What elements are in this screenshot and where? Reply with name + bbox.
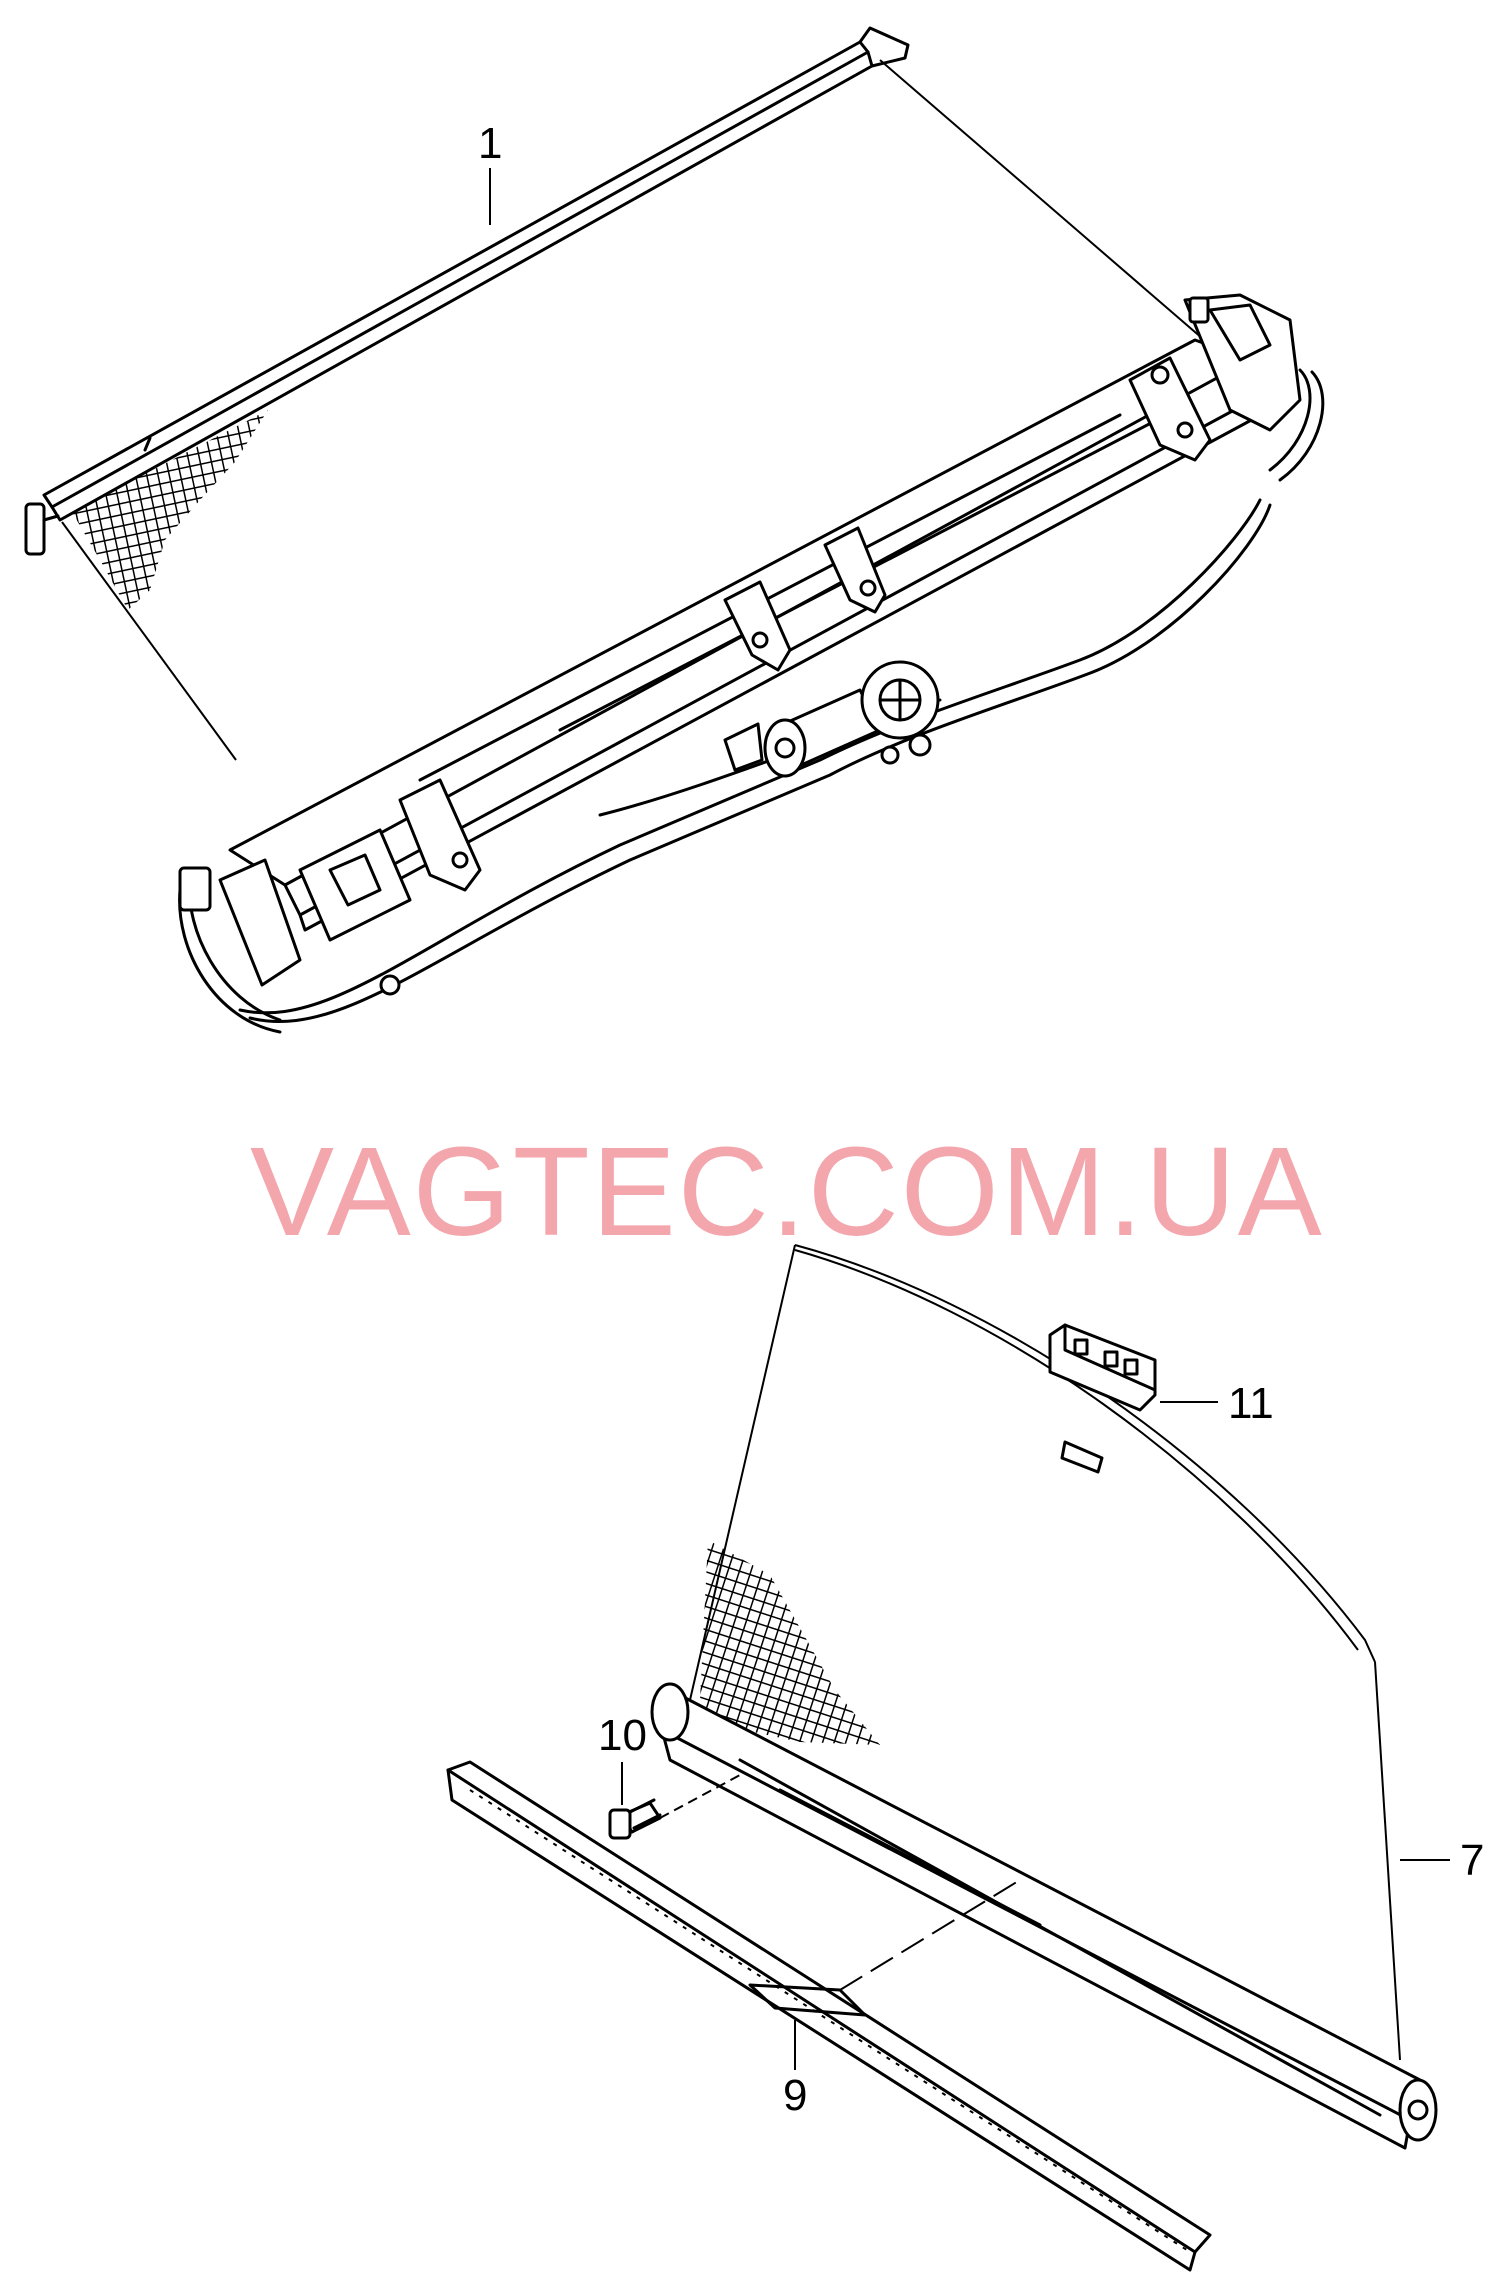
sunblind-top-bar xyxy=(24,26,910,556)
sunblind-mesh xyxy=(61,59,1211,761)
mounting-screw: 10 xyxy=(598,1711,741,1840)
callout-11: 11 xyxy=(1228,1379,1274,1428)
roller-tube xyxy=(650,1682,1438,2150)
mounting-brackets xyxy=(398,356,1212,892)
left-end-housing xyxy=(178,828,412,1034)
rear-window-sunblind-assembly: 1 xyxy=(24,26,1325,1034)
roller-cassette xyxy=(228,338,1272,1023)
sunblind-switch: 11 xyxy=(1048,1323,1274,1428)
callout-1: 1 xyxy=(478,119,502,168)
callout-9: 9 xyxy=(783,2071,807,2120)
callout-7: 7 xyxy=(1460,1836,1484,1885)
side-window-sunblind: 7 xyxy=(650,1244,1484,2150)
trim-strip: 9 xyxy=(446,1760,1212,2272)
right-end-housing xyxy=(1150,293,1325,482)
callout-10: 10 xyxy=(598,1711,647,1760)
watermark: VAGTEC.COM.UA xyxy=(250,1121,1324,1262)
drive-motor xyxy=(723,660,940,778)
